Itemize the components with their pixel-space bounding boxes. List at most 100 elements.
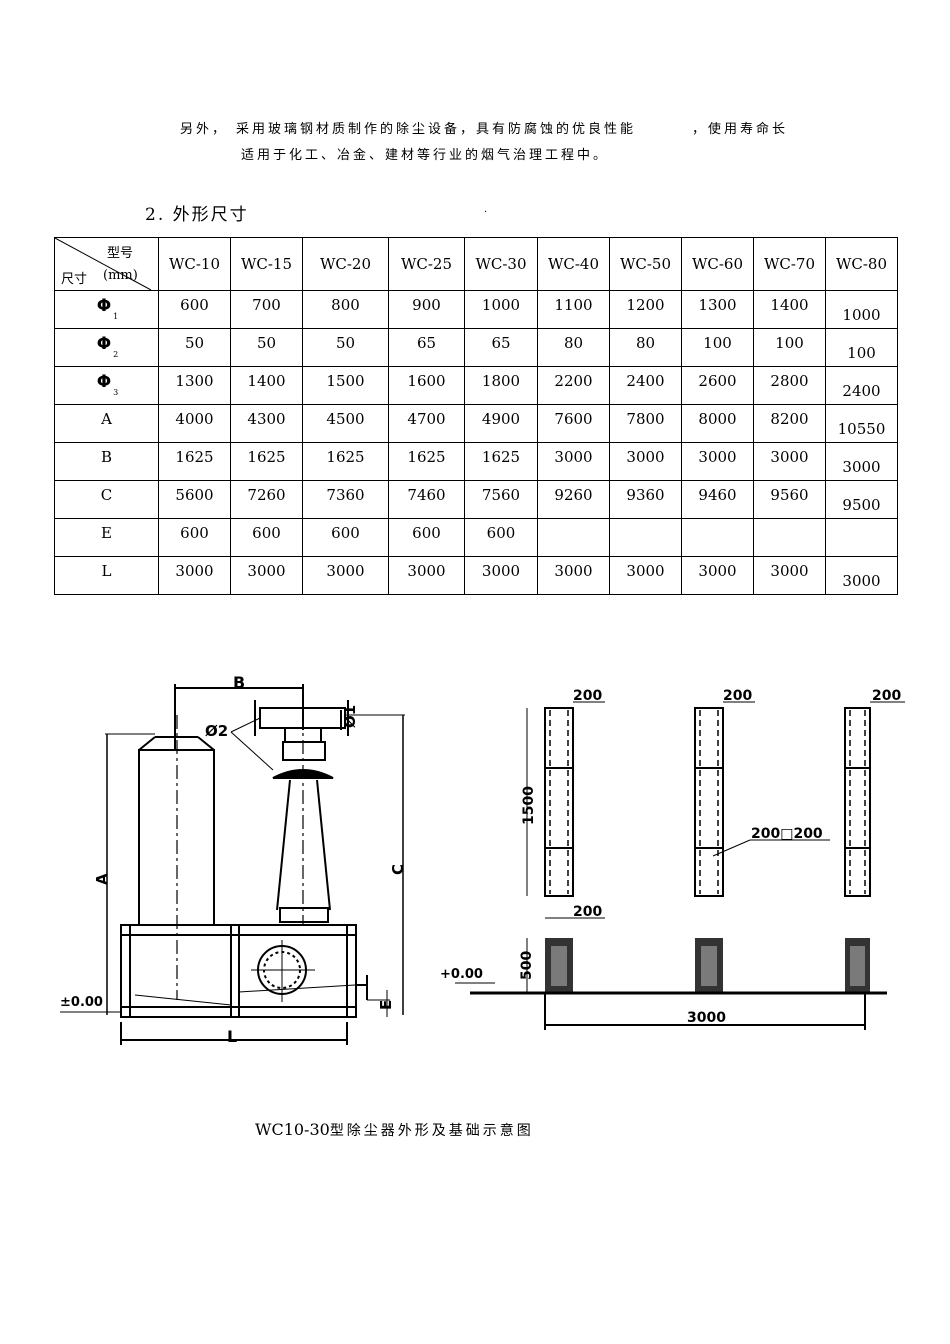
table-cell: 1500 (302, 366, 389, 405)
table-cell: 10550 (825, 404, 898, 443)
label-B: B (233, 673, 245, 692)
model-header: WC-50 (609, 237, 682, 291)
table-cell: 3000 (388, 556, 465, 595)
table-cell: 3000 (609, 556, 682, 595)
table-cell (609, 518, 682, 557)
table-cell: 1100 (537, 290, 610, 329)
table-cell: 3000 (753, 556, 826, 595)
table-cell: 7560 (464, 480, 538, 519)
table-cell: 2200 (537, 366, 610, 405)
table-cell: 1625 (464, 442, 538, 481)
label-C: C (389, 864, 407, 875)
row-label: C (54, 480, 159, 519)
model-header: WC-30 (464, 237, 538, 291)
table-cell: 7360 (302, 480, 389, 519)
label-3000: 3000 (687, 1010, 726, 1026)
table-cell: 1600 (388, 366, 465, 405)
table-cell: 9360 (609, 480, 682, 519)
label-200-c: 200 (872, 688, 901, 704)
label-zero-right: +0.00 (440, 967, 483, 982)
intro-line2: 适用于化工、冶金、建材等行业的烟气治理工程中。 (241, 148, 610, 163)
table-cell: 50 (230, 328, 303, 367)
dimension-table: 型号 尺寸 (mm) WC-10 WC-15 WC-20 WC-25 WC-30… (54, 237, 898, 595)
table-cell: 7800 (609, 404, 682, 443)
table-cell: 7600 (537, 404, 610, 443)
section-heading: 2. 外形尺寸 (145, 205, 249, 225)
phi-subscript: 1 (113, 312, 119, 321)
phi-symbol: Φ (96, 334, 112, 354)
table-cell: 1625 (230, 442, 303, 481)
table-cell: 600 (230, 518, 303, 557)
label-200x200: 200□200 (751, 826, 823, 842)
model-header: WC-10 (158, 237, 231, 291)
row-label: Φ1 (54, 290, 159, 329)
table-cell: 1400 (753, 290, 826, 329)
table-cell: 3000 (681, 442, 754, 481)
table-cell (753, 518, 826, 557)
table-cell: 1800 (464, 366, 538, 405)
label-1500: 1500 (521, 786, 537, 825)
table-cell: 800 (302, 290, 389, 329)
table-cell (681, 518, 754, 557)
table-cell: 50 (158, 328, 231, 367)
phi-symbol: Φ (96, 372, 112, 392)
table-cell: 80 (609, 328, 682, 367)
corner-diagonal (55, 238, 152, 290)
table-cell: 8000 (681, 404, 754, 443)
table-cell: 700 (230, 290, 303, 329)
table-cell: 2800 (753, 366, 826, 405)
model-header: WC-20 (302, 237, 389, 291)
table-cell: 1000 (825, 290, 898, 329)
label-A: A (93, 873, 111, 885)
table-cell: 1200 (609, 290, 682, 329)
table-cell: 9500 (825, 480, 898, 519)
table-cell: 3000 (825, 442, 898, 481)
table-cell: 7260 (230, 480, 303, 519)
corner-unit: (mm) (103, 268, 138, 283)
label-phi1: Ø1 (341, 705, 359, 728)
table-cell: 900 (388, 290, 465, 329)
table-cell: 3000 (681, 556, 754, 595)
table-cell: 1625 (388, 442, 465, 481)
table-cell: 5600 (158, 480, 231, 519)
row-label: Φ2 (54, 328, 159, 367)
model-header: WC-25 (388, 237, 465, 291)
table-cell: 4900 (464, 404, 538, 443)
table-cell: 2600 (681, 366, 754, 405)
model-header: WC-80 (825, 237, 898, 291)
table-cell: 600 (388, 518, 465, 557)
table-cell: 3000 (464, 556, 538, 595)
table-cell: 100 (753, 328, 826, 367)
table-cell: 8200 (753, 404, 826, 443)
model-header: WC-60 (681, 237, 754, 291)
caption-text: 型除尘器外形及基础示意图 (329, 1123, 534, 1139)
table-cell: 3000 (537, 556, 610, 595)
stray-dot: . (484, 204, 488, 215)
label-200-d: 200 (573, 904, 602, 920)
table-cell: 100 (825, 328, 898, 367)
table-cell: 3000 (609, 442, 682, 481)
table-cell: 1300 (158, 366, 231, 405)
table-cell: 1625 (158, 442, 231, 481)
table-cell: 65 (388, 328, 465, 367)
foundation-drawing: 200 200 200 1500 200□200 200 500 +0.00 3… (440, 688, 905, 1030)
table-cell: 2400 (609, 366, 682, 405)
row-label: E (54, 518, 159, 557)
row-label: L (54, 556, 159, 595)
collector-outline-drawing: B Ø2 Ø1 A C E L ±0.00 (60, 673, 407, 1046)
table-cell: 600 (158, 290, 231, 329)
table-cell: 1625 (302, 442, 389, 481)
table-cell: 9260 (537, 480, 610, 519)
row-label: B (54, 442, 159, 481)
model-header: WC-40 (537, 237, 610, 291)
row-label: A (54, 404, 159, 443)
table-cell: 7460 (388, 480, 465, 519)
table-cell: 3000 (302, 556, 389, 595)
label-500: 500 (519, 951, 535, 980)
table-cell: 600 (302, 518, 389, 557)
